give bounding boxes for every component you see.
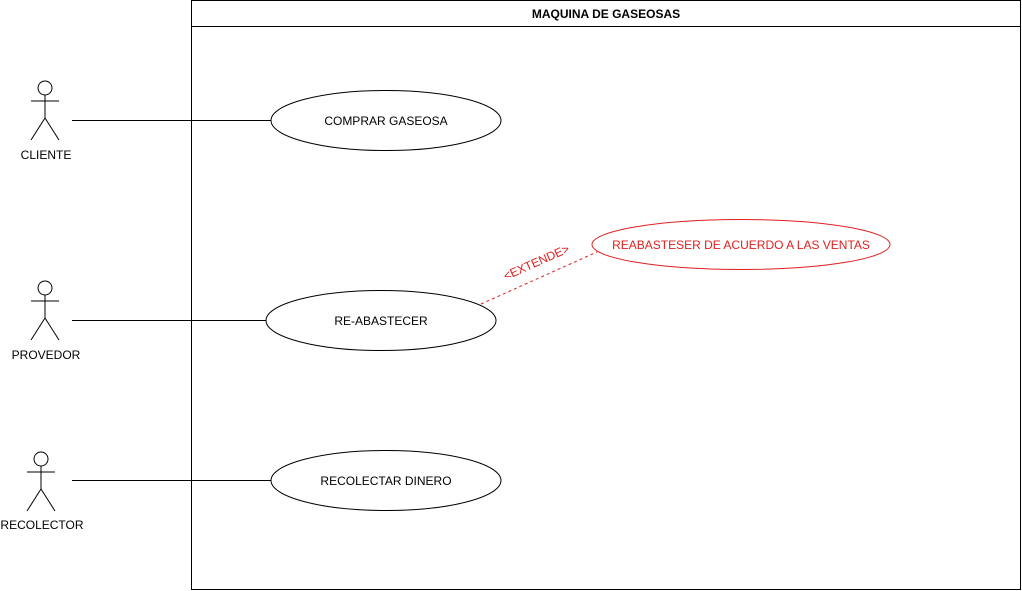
actor-recolector[interactable]: RECOLECTOR <box>0 451 84 532</box>
actor-cliente[interactable]: CLIENTE <box>21 80 72 162</box>
use-case-comprar-gaseosa[interactable]: COMPRAR GASEOSA <box>270 90 502 151</box>
actor-label: RECOLECTOR <box>0 518 83 532</box>
use-case-reabasteser-ventas[interactable]: REABASTESER DE ACUERDO A LAS VENTAS <box>591 219 891 270</box>
use-case-recolectar-dinero[interactable]: RECOLECTAR DINERO <box>270 450 502 511</box>
stick-figure-icon <box>30 80 60 141</box>
use-case-re-abastecer[interactable]: RE-ABASTECER <box>265 290 497 351</box>
system-title: MAQUINA DE GASEOSAS <box>532 7 680 21</box>
actor-label: PROVEDOR <box>12 348 81 362</box>
stick-figure-icon <box>26 451 56 512</box>
use-case-ellipse <box>270 450 502 511</box>
use-case-ellipse <box>270 90 502 151</box>
actor-provedor[interactable]: PROVEDOR <box>12 280 81 362</box>
use-case-ellipse <box>591 219 891 270</box>
actor-label: CLIENTE <box>21 148 72 162</box>
use-case-label: RECOLECTAR DINERO <box>320 474 451 488</box>
use-case-ellipse <box>265 290 497 351</box>
use-case-label: RE-ABASTECER <box>334 314 428 328</box>
use-case-label: REABASTESER DE ACUERDO A LAS VENTAS <box>612 238 870 252</box>
stick-figure-icon <box>30 280 60 341</box>
use-case-label: COMPRAR GASEOSA <box>324 114 447 128</box>
